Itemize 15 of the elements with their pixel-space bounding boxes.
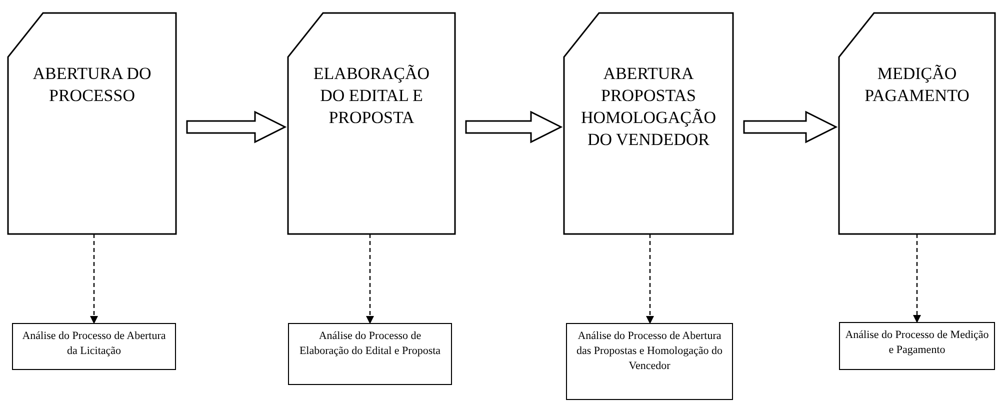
dashed-arrow	[646, 234, 654, 324]
block-arrow	[465, 110, 563, 144]
analysis-box: Análise do Processo de Abertura das Propostas e Homologação do Vencedor	[566, 323, 733, 400]
dashed-arrow	[913, 234, 921, 323]
step-title: ABERTURA DO PROCESSO	[32, 63, 152, 107]
step-title: MEDIÇÃO PAGAMENTO	[864, 63, 970, 107]
analysis-box: Análise do Processo de Medição e Pagamento	[839, 322, 995, 370]
step-title: ABERTURA PROPOSTAS HOMOLOGAÇÃO DO VENDEDOR	[580, 63, 718, 151]
dashed-arrow	[90, 234, 98, 324]
block-arrow	[186, 110, 287, 144]
dashed-arrow	[366, 234, 374, 324]
block-arrow	[743, 110, 838, 144]
analysis-box: Análise do Processo de Elaboração do Edital e Proposta	[288, 323, 452, 385]
analysis-box: Análise do Processo de Abertura da Licitação	[12, 323, 176, 370]
step-title: ELABORAÇÃO DO EDITAL E PROPOSTA	[312, 63, 431, 129]
